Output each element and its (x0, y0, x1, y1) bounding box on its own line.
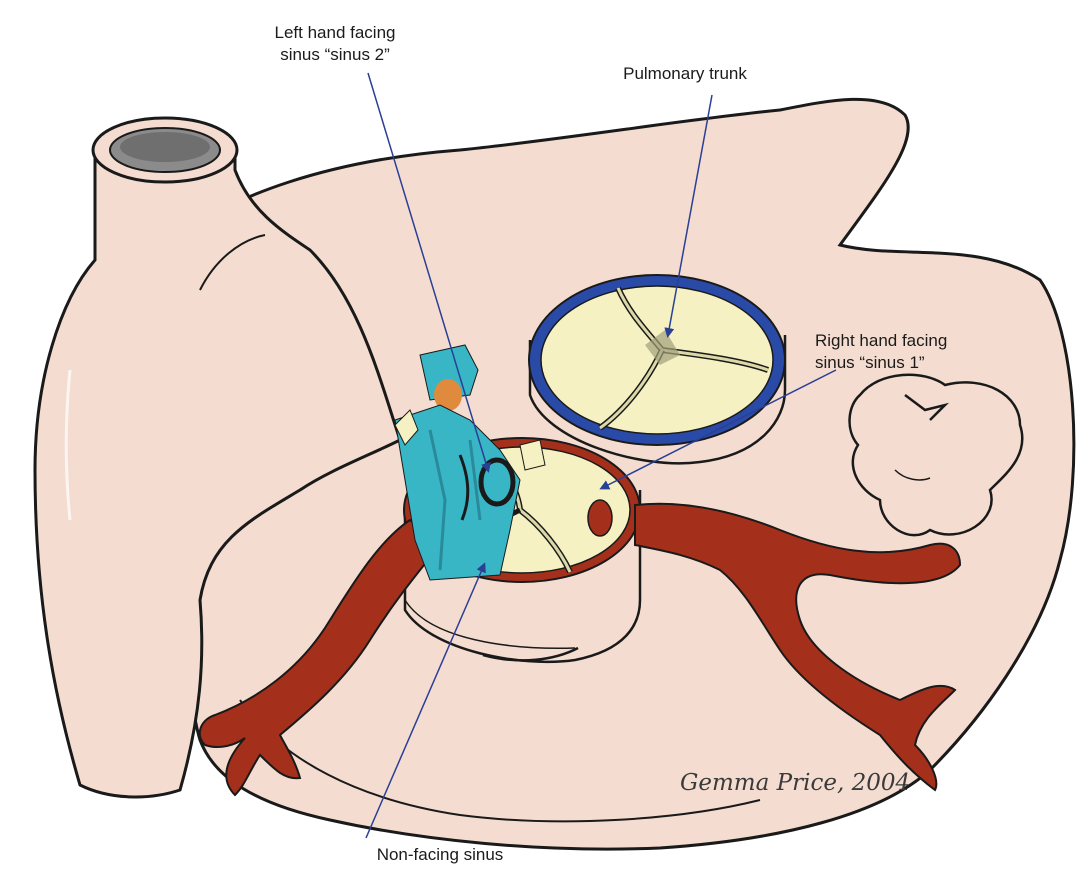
label-left-hand-facing-sinus: Left hand facing sinus “sinus 2” (255, 22, 415, 66)
label-right-hand-line2: sinus “sinus 1” (815, 352, 1045, 374)
label-left-hand-line1: Left hand facing (255, 22, 415, 44)
coronary-ostium (588, 500, 612, 536)
label-right-hand-line1: Right hand facing (815, 330, 1045, 352)
label-pulmonary-trunk: Pulmonary trunk (600, 63, 770, 85)
label-non-facing-sinus: Non-facing sinus (355, 844, 525, 866)
artist-signature: Gemma Price, 2004 (680, 770, 980, 796)
label-left-hand-line2: sinus “sinus 2” (255, 44, 415, 66)
label-right-hand-facing-sinus: Right hand facing sinus “sinus 1” (815, 330, 1045, 374)
